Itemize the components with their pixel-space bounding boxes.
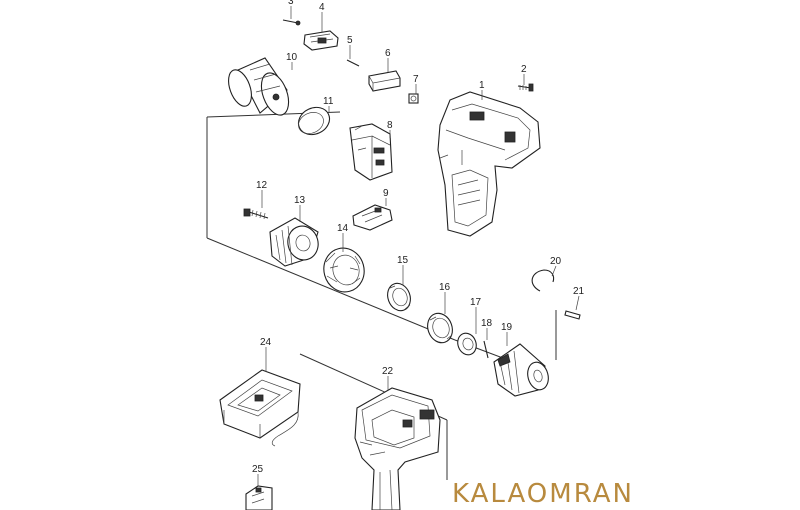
part-15-ring[interactable] <box>384 280 414 314</box>
part-label-24: 24 <box>260 337 272 348</box>
part-22-drill-body[interactable] <box>354 387 441 510</box>
part-label-15: 15 <box>397 255 409 266</box>
part-13-gear[interactable] <box>269 217 322 267</box>
part-label-19: 19 <box>501 322 513 333</box>
part-label-1: 1 <box>479 80 485 91</box>
part-number-labels: 3 4 5 6 7 2 1 10 11 8 9 12 13 14 15 16 1… <box>252 0 585 475</box>
part-label-25: 25 <box>252 464 264 475</box>
part-18-pin[interactable] <box>483 340 489 359</box>
part-label-16: 16 <box>439 282 451 293</box>
part-24-charger[interactable] <box>219 369 301 447</box>
part-label-14: 14 <box>337 223 349 234</box>
part-label-13: 13 <box>294 195 306 206</box>
part-label-8: 8 <box>387 120 393 131</box>
part-12-screw[interactable] <box>243 208 269 220</box>
part-label-10: 10 <box>286 52 298 63</box>
part-10-motor[interactable] <box>224 57 294 119</box>
part-label-22: 22 <box>382 366 394 377</box>
part-17-washer[interactable] <box>455 331 479 358</box>
part-25-battery[interactable] <box>245 485 273 510</box>
part-5-pin[interactable] <box>346 59 360 67</box>
part-8-switch[interactable] <box>349 123 393 181</box>
part-label-18: 18 <box>481 318 493 329</box>
part-21-pin[interactable] <box>564 310 581 320</box>
part-label-6: 6 <box>385 48 391 59</box>
part-4-latch[interactable] <box>303 30 339 51</box>
part-label-4: 4 <box>319 2 325 13</box>
part-label-11: 11 <box>323 96 334 107</box>
part-11-disc[interactable] <box>294 102 334 139</box>
part-1-housing[interactable] <box>437 91 541 237</box>
part-14-carrier[interactable] <box>319 244 369 297</box>
part-label-20: 20 <box>550 256 562 267</box>
part-9-plate[interactable] <box>352 204 393 231</box>
part-6-block[interactable] <box>368 70 401 92</box>
part-label-7: 7 <box>413 74 419 85</box>
part-label-12: 12 <box>256 180 268 191</box>
part-20-clip[interactable] <box>531 269 555 292</box>
part-label-2: 2 <box>521 64 527 75</box>
part-3-screw[interactable] <box>282 19 301 26</box>
part-19-chuck[interactable] <box>493 343 551 397</box>
part-label-21: 21 <box>573 286 585 297</box>
watermark-logo: KALAOMRAN <box>452 479 634 509</box>
part-7-nut[interactable] <box>408 93 419 104</box>
part-label-3: 3 <box>288 0 294 7</box>
leader-lines <box>257 6 580 486</box>
part-label-17: 17 <box>470 297 482 308</box>
part-label-9: 9 <box>383 188 389 199</box>
part-label-5: 5 <box>347 35 353 46</box>
part-16-ring[interactable] <box>424 310 457 346</box>
part-2-screw[interactable] <box>517 83 534 92</box>
